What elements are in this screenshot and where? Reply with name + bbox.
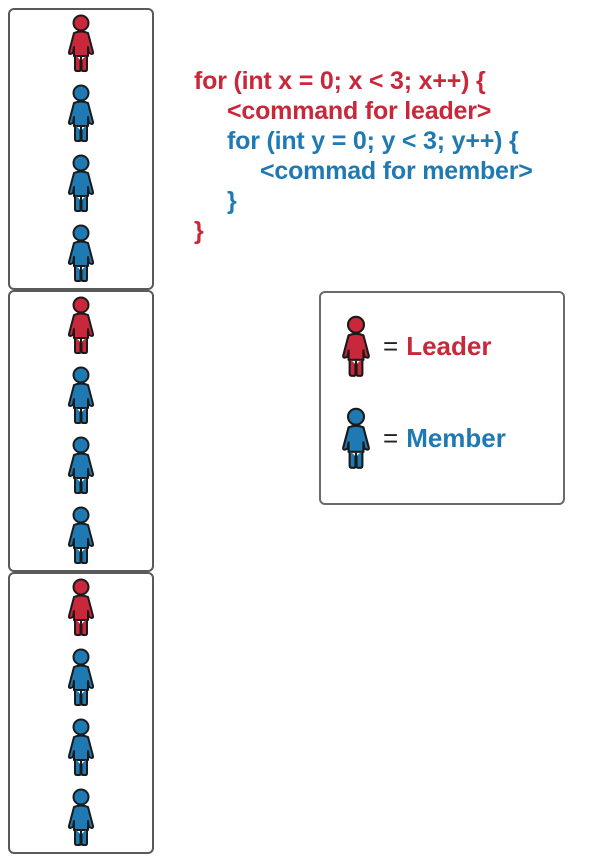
member-person-icon (67, 366, 95, 424)
member-person-icon (67, 648, 95, 706)
member-person-icon (67, 506, 95, 564)
leader-person-icon (342, 315, 370, 377)
code-line-6: } (194, 217, 204, 245)
member-person-icon (67, 84, 95, 142)
code-block: for (int x = 0; x < 3; x++) {<command fo… (194, 6, 533, 245)
group-3 (8, 572, 154, 854)
member-person-icon (67, 436, 95, 494)
leader-person-icon (67, 296, 95, 354)
legend-leader-equals: = (383, 330, 399, 361)
legend: =Leader =Member (319, 291, 565, 505)
group-1 (8, 8, 154, 290)
leader-person-icon (67, 14, 95, 72)
code-line-1: for (int x = 0; x < 3; x++) { (194, 67, 486, 95)
legend-leader-row: =Leader (339, 315, 491, 377)
member-person-icon (67, 224, 95, 282)
legend-leader-label: Leader (406, 330, 492, 361)
member-person-icon (67, 788, 95, 846)
code-line-3: for (int y = 0; y < 3; y++) { (227, 127, 519, 155)
member-person-icon (67, 718, 95, 776)
code-line-2: <command for leader> (227, 97, 492, 125)
legend-member-label: Member (406, 422, 506, 453)
code-line-4: <commad for member> (260, 157, 533, 185)
group-2 (8, 290, 154, 572)
leader-person-icon (67, 578, 95, 636)
member-person-icon (342, 407, 370, 469)
code-line-5: } (227, 187, 237, 215)
member-person-icon (67, 154, 95, 212)
legend-member-row: =Member (339, 407, 506, 469)
legend-member-equals: = (383, 422, 399, 453)
